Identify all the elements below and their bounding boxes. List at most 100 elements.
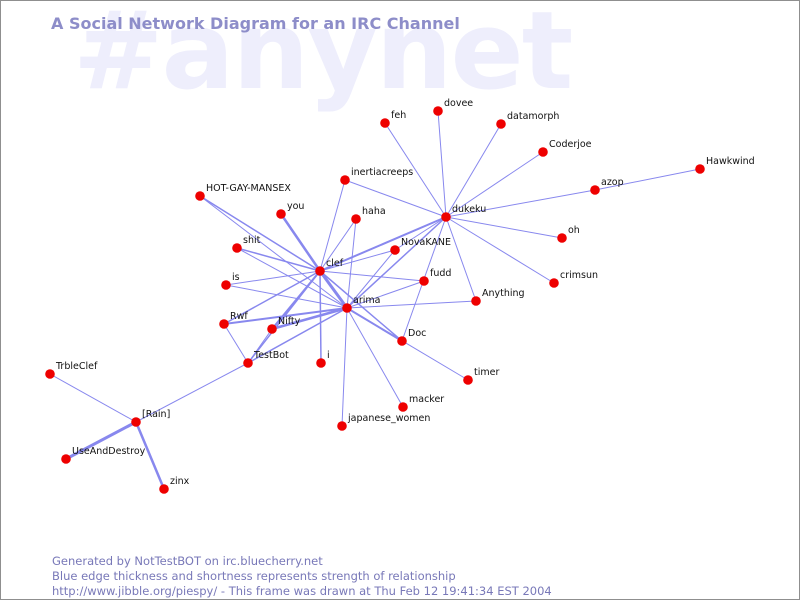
node-label: fudd	[430, 268, 451, 279]
node-dot	[219, 319, 229, 329]
edge-you-clef	[279, 212, 322, 273]
node-macker: macker	[398, 394, 444, 412]
node-label: macker	[409, 394, 444, 405]
node-label: feh	[391, 110, 406, 121]
node-dot	[695, 164, 705, 174]
node-dot	[397, 336, 407, 346]
node-label: crimsun	[560, 270, 598, 281]
node-label: Nifty	[278, 316, 301, 327]
edge-dukeku-novakane	[394, 216, 447, 251]
node-label: shit	[243, 235, 261, 246]
node-label: dovee	[444, 98, 473, 109]
node-doc: Doc	[397, 328, 426, 346]
node-dot	[557, 233, 567, 243]
node-dot	[45, 369, 55, 379]
node-dovee: dovee	[433, 98, 473, 116]
node-dot	[496, 119, 506, 129]
node-feh: feh	[380, 110, 406, 128]
edge-oh-dukeku	[445, 216, 563, 239]
node-dot	[398, 402, 408, 412]
node-dot	[471, 296, 481, 306]
node-dot	[463, 375, 473, 385]
node-label: datamorph	[507, 111, 559, 122]
edge-dukeku-arima	[346, 216, 447, 309]
node-label: dukeku	[452, 204, 486, 215]
node-rain: [Rain]	[131, 409, 170, 427]
edge-hot-gay-mansex-clef	[199, 195, 321, 272]
edge-layer	[49, 110, 701, 491]
node-dot	[549, 278, 559, 288]
node-dot	[232, 243, 242, 253]
edge-haha-clef	[319, 218, 357, 272]
node-dot	[61, 454, 71, 464]
node-trbleclef: TrbleClef	[45, 361, 98, 379]
node-dot	[351, 214, 361, 224]
node-oh: oh	[557, 225, 580, 243]
node-label: oh	[568, 225, 580, 236]
edge-feh-dukeku	[384, 122, 447, 218]
node-hawkwind: Hawkwind	[695, 156, 755, 174]
node-dot	[441, 212, 451, 222]
edge-clef-rwf	[223, 270, 321, 325]
edge-novakane-arima	[346, 249, 396, 309]
node-dot	[243, 358, 253, 368]
edge-arima-macker	[346, 307, 404, 408]
node-is: is	[221, 272, 240, 290]
node-hot-gay-mansex: HOT-GAY-MANSEX	[195, 183, 291, 201]
edge-testbot-rain	[135, 362, 249, 423]
node-label: zinx	[170, 476, 190, 487]
edge-arima-testbot	[247, 307, 348, 364]
edge-arima-nifty	[270, 306, 349, 331]
node-fudd: fudd	[419, 268, 451, 286]
node-label: TrbleClef	[55, 361, 98, 372]
node-dukeku: dukeku	[441, 204, 486, 222]
node-dot	[342, 303, 352, 313]
edge-azop-dukeku	[445, 189, 596, 218]
node-label: [Rain]	[142, 409, 170, 420]
node-dot	[390, 245, 400, 255]
footer-generated-by: Generated by NotTestBOT on irc.bluecherr…	[52, 554, 323, 568]
edge-dovee-dukeku	[437, 110, 447, 218]
edge-haha-arima	[346, 218, 357, 309]
node-i: i	[316, 350, 330, 368]
node-dot	[538, 147, 548, 157]
edge-inertiacreeps-clef	[319, 179, 346, 272]
edge-shit-clef	[236, 247, 321, 272]
node-label: timer	[474, 367, 499, 378]
node-label: arima	[353, 295, 380, 306]
node-shit: shit	[232, 235, 261, 253]
node-dot	[131, 417, 141, 427]
edge-trbleclef-rain	[49, 373, 137, 423]
node-label: azop	[601, 177, 624, 188]
edge-anything-dukeku	[445, 216, 477, 302]
node-label: i	[327, 350, 330, 361]
node-novakane: NovaKANE	[390, 237, 451, 255]
edge-arima-timer	[346, 307, 469, 381]
edge-hot-gay-mansex-arima	[199, 195, 348, 309]
node-label: Coderjoe	[549, 139, 592, 150]
edge-clef-doc	[319, 270, 403, 342]
node-crimsun: crimsun	[549, 270, 598, 288]
node-dot	[276, 209, 286, 219]
node-haha: haha	[351, 206, 386, 224]
node-datamorph: datamorph	[496, 111, 559, 129]
node-label: Doc	[408, 328, 426, 339]
node-azop: azop	[590, 177, 624, 195]
edge-fudd-arima	[346, 280, 425, 309]
node-dot	[590, 185, 600, 195]
node-timer: timer	[463, 367, 499, 385]
node-you: you	[276, 201, 304, 219]
node-dot	[267, 324, 277, 334]
node-dot	[316, 358, 326, 368]
node-coderjoe: Coderjoe	[538, 139, 592, 157]
node-dot	[159, 484, 169, 494]
diagram-title: A Social Network Diagram for an IRC Chan…	[51, 14, 460, 33]
node-label: UseAndDestroy	[72, 446, 146, 457]
edge-crimsun-dukeku	[445, 216, 555, 284]
node-label: Rwf	[230, 311, 248, 322]
node-label: is	[232, 272, 240, 283]
node-label: inertiacreeps	[351, 167, 413, 178]
